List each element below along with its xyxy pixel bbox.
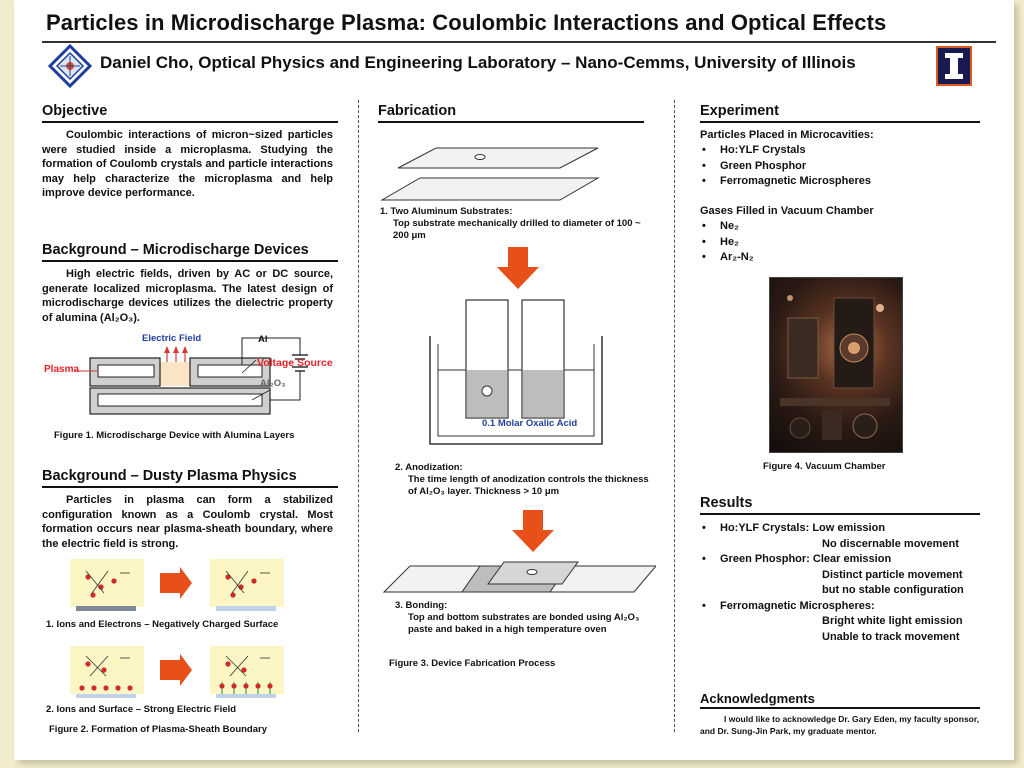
objective-heading-rule — [42, 121, 338, 123]
lab-logo-icon — [48, 44, 92, 88]
fab-acid-label: 0.1 Molar Oxalic Acid — [482, 418, 578, 429]
fab-step3-title: 3. Bonding: — [395, 600, 448, 611]
experiment-heading-rule — [700, 121, 980, 123]
fab-step3-bonding — [382, 561, 656, 593]
bg-dusty-heading-rule — [42, 486, 338, 488]
fab-arrow-1 — [497, 247, 539, 289]
results-heading-rule — [700, 513, 980, 515]
result-line: Bright white light emission — [822, 615, 963, 627]
figure1-device-diagram — [74, 337, 308, 415]
ack-text: I would like to acknowledge Dr. Gary Ede… — [700, 714, 980, 736]
university-logo-icon — [936, 46, 972, 86]
list-item: Ferromagnetic Microspheres: Bright white… — [700, 599, 964, 646]
result-line: No discernable movement — [822, 537, 959, 550]
fab-step1-title: 1. Two Aluminum Substrates: — [380, 206, 513, 217]
bg-micro-heading-rule — [42, 260, 338, 262]
fab-step2-anodization — [429, 299, 603, 445]
list-item: Ar₂-N₂ — [700, 250, 754, 266]
fig1-label-al: Al — [258, 334, 268, 345]
fab-step3-desc: Top and bottom substrates are bonded usi… — [408, 612, 640, 635]
bg-micro-text: High electric fields, driven by AC or DC… — [42, 268, 333, 324]
objective-text: Coulombic interactions of micron~sized p… — [42, 129, 333, 199]
list-item: Ho:YLF Crystals — [700, 143, 871, 159]
experiment-gases-list: Ne₂ He₂ Ar₂-N₂ — [700, 219, 754, 266]
vacuum-chamber-photo — [769, 277, 903, 453]
figure3-caption: Figure 3. Device Fabrication Process — [389, 658, 556, 669]
author-line: Daniel Cho, Optical Physics and Engineer… — [100, 53, 856, 72]
fab-step1-text: 1. Two Aluminum Substrates: Top substrat… — [380, 206, 648, 242]
poster: Particles in Microdischarge Plasma: Coul… — [14, 0, 1014, 760]
fabrication-heading-rule — [378, 121, 644, 123]
fab-step2-desc: The time length of anodization controls … — [408, 474, 649, 497]
figure2-step2-label: 2. Ions and Surface – Strong Electric Fi… — [46, 704, 237, 715]
results-list: Ho:YLF Crystals: Low emission No discern… — [700, 521, 964, 645]
experiment-particles-list: Ho:YLF Crystals Green Phosphor Ferromagn… — [700, 143, 871, 190]
result-line: Distinct particle movement — [822, 568, 963, 581]
list-item: He₂ — [700, 235, 754, 251]
fig1-label-alumina: Al₂O₃ — [260, 378, 286, 389]
bg-dusty-text: Particles in plasma can form a stabilize… — [42, 494, 333, 550]
result-line: but no stable configuration — [822, 584, 964, 596]
results-heading: Results — [700, 495, 753, 511]
list-item: Ferromagnetic Microspheres — [700, 174, 871, 190]
figure2-step2-diagram — [70, 646, 284, 698]
result-name: Ho:YLF Crystals: — [720, 522, 810, 534]
ack-heading-rule — [700, 707, 980, 709]
fab-step3-text: 3. Bonding: Top and bottom substrates ar… — [395, 600, 657, 636]
experiment-heading: Experiment — [700, 103, 779, 119]
result-name: Green Phosphor: — [720, 553, 810, 565]
objective-heading: Objective — [42, 103, 108, 119]
fabrication-heading: Fabrication — [378, 103, 457, 119]
figure2-step1-label: 1. Ions and Electrons – Negatively Charg… — [46, 619, 279, 630]
title-rule — [42, 41, 996, 43]
result-line: Unable to track movement — [822, 630, 960, 643]
fab-step1-desc: Top substrate mechanically drilled to di… — [393, 218, 641, 241]
fig1-label-voltage: Voltage Source — [257, 357, 333, 369]
figure4-caption: Figure 4. Vacuum Chamber — [763, 461, 886, 472]
figure1-caption: Figure 1. Microdischarge Device with Alu… — [54, 430, 295, 441]
fab-arrow-2 — [512, 510, 554, 552]
bg-micro-heading: Background – Microdischarge Devices — [42, 242, 309, 258]
fig1-label-electric-field: Electric Field — [142, 333, 202, 344]
list-item: Ne₂ — [700, 219, 754, 235]
poster-title: Particles in Microdischarge Plasma: Coul… — [46, 10, 887, 35]
fab-step2-text: 2. Anodization: The time length of anodi… — [395, 462, 655, 498]
ack-heading: Acknowledgments — [700, 691, 815, 706]
figure2-caption: Figure 2. Formation of Plasma-Sheath Bou… — [49, 724, 268, 735]
list-item: Ho:YLF Crystals: Low emission No discern… — [700, 521, 964, 552]
fig1-label-plasma: Plasma — [44, 364, 80, 375]
fab-step1-substrates — [380, 147, 600, 201]
list-item: Green Phosphor — [700, 159, 871, 175]
list-item: Green Phosphor: Clear emission Distinct … — [700, 552, 964, 599]
figure2-step1-diagram — [70, 559, 284, 611]
experiment-gases-heading: Gases Filled in Vacuum Chamber — [700, 205, 874, 217]
result-line: Clear emission — [812, 553, 892, 565]
column-divider-2 — [674, 100, 675, 732]
result-line: Low emission — [812, 522, 886, 534]
experiment-particles-heading: Particles Placed in Microcavities: — [700, 129, 874, 141]
column-divider-1 — [358, 100, 359, 732]
bg-dusty-heading: Background – Dusty Plasma Physics — [42, 468, 297, 484]
fab-step2-title: 2. Anodization: — [395, 462, 463, 473]
result-name: Ferromagnetic Microspheres: — [720, 599, 875, 612]
